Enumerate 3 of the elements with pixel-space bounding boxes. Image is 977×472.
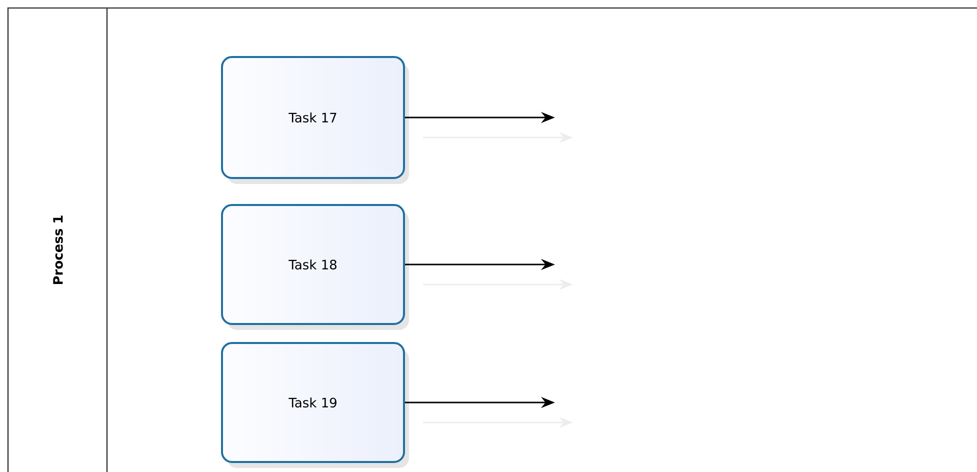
task-box: Task 17 (221, 56, 409, 184)
task-box: Task 19 (221, 342, 409, 468)
task-box: Task 18 (221, 204, 409, 330)
